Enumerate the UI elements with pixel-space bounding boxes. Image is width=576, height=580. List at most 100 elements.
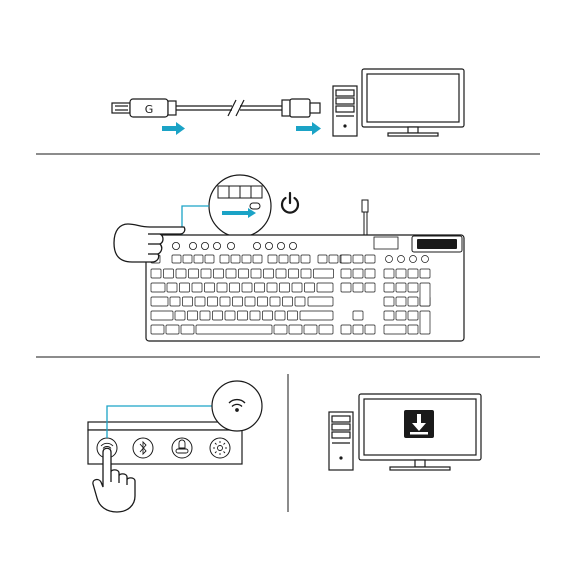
key [230, 283, 240, 292]
key [151, 311, 173, 320]
media-key [422, 256, 429, 263]
key [420, 283, 430, 306]
key [245, 297, 255, 306]
media-key [189, 242, 196, 249]
key [396, 283, 406, 292]
key [408, 283, 418, 292]
key [408, 311, 418, 320]
key [396, 297, 406, 306]
key [233, 297, 243, 306]
key [292, 283, 302, 292]
key [280, 283, 290, 292]
key [205, 283, 215, 292]
key [341, 255, 351, 263]
media-key [386, 256, 393, 263]
key [172, 255, 181, 263]
key [341, 325, 351, 334]
key [251, 269, 261, 278]
wifi-callout [212, 381, 262, 431]
key [384, 325, 406, 334]
key [183, 255, 192, 263]
key [283, 297, 293, 306]
key [408, 297, 418, 306]
key [267, 283, 277, 292]
key [167, 283, 177, 292]
power-switch-icon [250, 203, 260, 209]
key [290, 255, 299, 263]
key [305, 283, 315, 292]
key [420, 269, 430, 278]
key [175, 311, 185, 320]
panel-software-download [329, 394, 481, 470]
key [353, 283, 363, 292]
key [270, 297, 280, 306]
key [289, 325, 302, 334]
key [180, 283, 190, 292]
key [318, 255, 327, 263]
key [365, 325, 375, 334]
media-key [265, 242, 272, 249]
monitor-icon [362, 69, 464, 136]
media-key [213, 242, 220, 249]
key [226, 269, 236, 278]
key [353, 255, 363, 263]
key [151, 269, 161, 278]
key [341, 283, 351, 292]
key [151, 283, 165, 292]
key [231, 255, 240, 263]
media-key [398, 256, 405, 263]
key [220, 297, 230, 306]
key [274, 325, 287, 334]
key [384, 311, 394, 320]
usb-cable-icon: G [112, 99, 320, 117]
game-mode-button[interactable] [172, 438, 192, 458]
key [301, 269, 311, 278]
key [304, 325, 317, 334]
keyboard-cable [362, 200, 368, 236]
key [213, 311, 223, 320]
media-key [410, 256, 417, 263]
arrow-icon [162, 122, 321, 135]
panel-connect-receiver: G [112, 69, 464, 136]
brightness-button[interactable] [210, 438, 230, 458]
key [275, 311, 285, 320]
key [279, 255, 288, 263]
key [300, 311, 333, 320]
bluetooth-button[interactable] [133, 438, 153, 458]
key [214, 269, 224, 278]
key [170, 297, 180, 306]
key [301, 255, 310, 263]
key [183, 297, 193, 306]
key [268, 255, 277, 263]
key [263, 311, 273, 320]
key [396, 311, 406, 320]
key [289, 269, 299, 278]
key [253, 255, 262, 263]
key [365, 255, 375, 263]
key [255, 283, 265, 292]
key [220, 255, 229, 263]
key [384, 297, 394, 306]
key [205, 255, 214, 263]
power-switch-callout [209, 175, 271, 237]
key [396, 269, 406, 278]
key [208, 297, 218, 306]
key [242, 283, 252, 292]
media-key [172, 242, 179, 249]
key [192, 283, 202, 292]
key [195, 297, 205, 306]
key [239, 269, 249, 278]
key [365, 269, 375, 278]
key [250, 311, 260, 320]
key [194, 255, 203, 263]
panel-power-on [114, 175, 464, 341]
panel-select-wireless [88, 381, 262, 512]
key [188, 311, 198, 320]
media-key [277, 242, 284, 249]
pc-tower-icon [329, 412, 353, 470]
media-key [253, 242, 260, 249]
key [295, 297, 305, 306]
key [164, 269, 174, 278]
